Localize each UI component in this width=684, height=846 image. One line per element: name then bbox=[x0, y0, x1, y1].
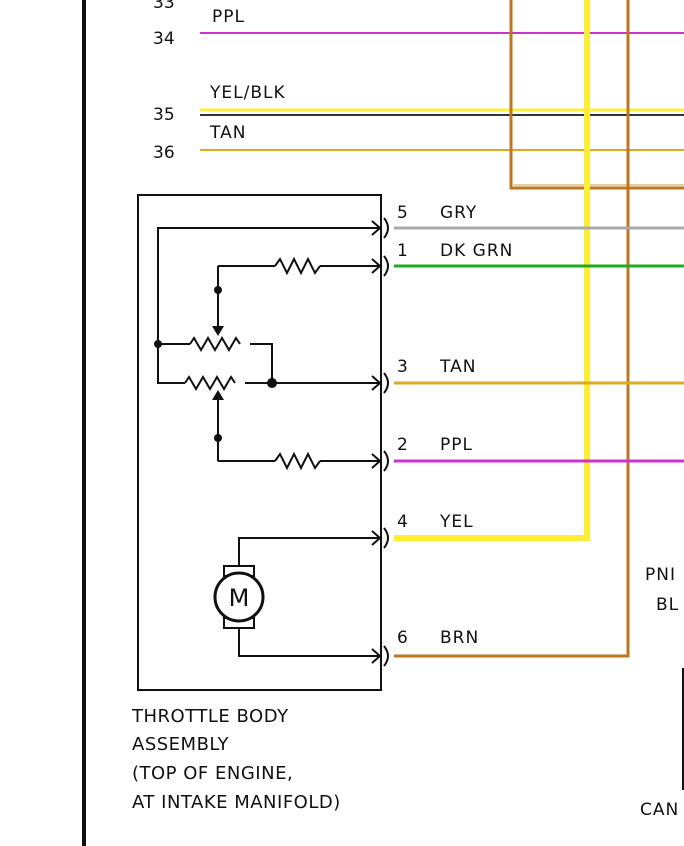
connector-pin-6: 6 bbox=[397, 628, 408, 648]
connector-pin-4: 4 bbox=[397, 512, 408, 532]
tps-circuit bbox=[157, 227, 380, 657]
connector-color-3: TAN bbox=[439, 357, 476, 377]
connector-color-4: YEL bbox=[439, 512, 474, 532]
resistor-icon bbox=[184, 375, 236, 391]
brown-loop-wire bbox=[509, 0, 684, 190]
assembly-caption-line3: (TOP OF ENGINE, bbox=[132, 763, 293, 784]
throttle-body-box bbox=[137, 194, 382, 691]
motor-symbol: M bbox=[229, 584, 250, 612]
connector-color-6: BRN bbox=[440, 628, 479, 648]
connector-pin-2: 2 bbox=[397, 435, 408, 455]
wire-label-tan-top: TAN bbox=[209, 123, 246, 143]
pin-label-34: 34 bbox=[153, 29, 175, 49]
circuit-junctions bbox=[154, 286, 277, 442]
diagram-left-border bbox=[82, 0, 86, 846]
connector-color-5: GRY bbox=[440, 203, 477, 223]
pin-label-36: 36 bbox=[153, 143, 175, 163]
pin-label-35: 35 bbox=[153, 105, 175, 125]
assembly-caption-line1: THROTTLE BODY bbox=[131, 706, 289, 727]
connector-color-1: DK GRN bbox=[440, 241, 513, 261]
motor-icon: M bbox=[213, 565, 265, 629]
connector-pin-3: 3 bbox=[397, 357, 408, 377]
resistor-icon bbox=[274, 256, 321, 276]
wire-4-yel-run bbox=[394, 0, 590, 541]
assembly-caption-line2: ASSEMBLY bbox=[132, 734, 230, 755]
cut-label-pnl: PNI bbox=[645, 565, 676, 585]
cut-label-bl: BL bbox=[656, 595, 679, 615]
connector-color-2: PPL bbox=[440, 435, 473, 455]
assembly-caption-line4: AT INTAKE MANIFOLD) bbox=[132, 792, 341, 813]
wire-label-ppl-top: PPL bbox=[212, 7, 245, 27]
connector-pin-1: 1 bbox=[397, 241, 408, 261]
wire-label-yel-blk: YEL/BLK bbox=[209, 83, 286, 103]
pin-label-cut: 33 bbox=[153, 0, 175, 13]
wire-6-brn-run bbox=[394, 0, 630, 658]
resistor-icon bbox=[189, 336, 241, 352]
cut-label-can: CAN bbox=[640, 800, 679, 820]
resistor-icon bbox=[274, 451, 321, 471]
connector-pin-5: 5 bbox=[397, 203, 408, 223]
